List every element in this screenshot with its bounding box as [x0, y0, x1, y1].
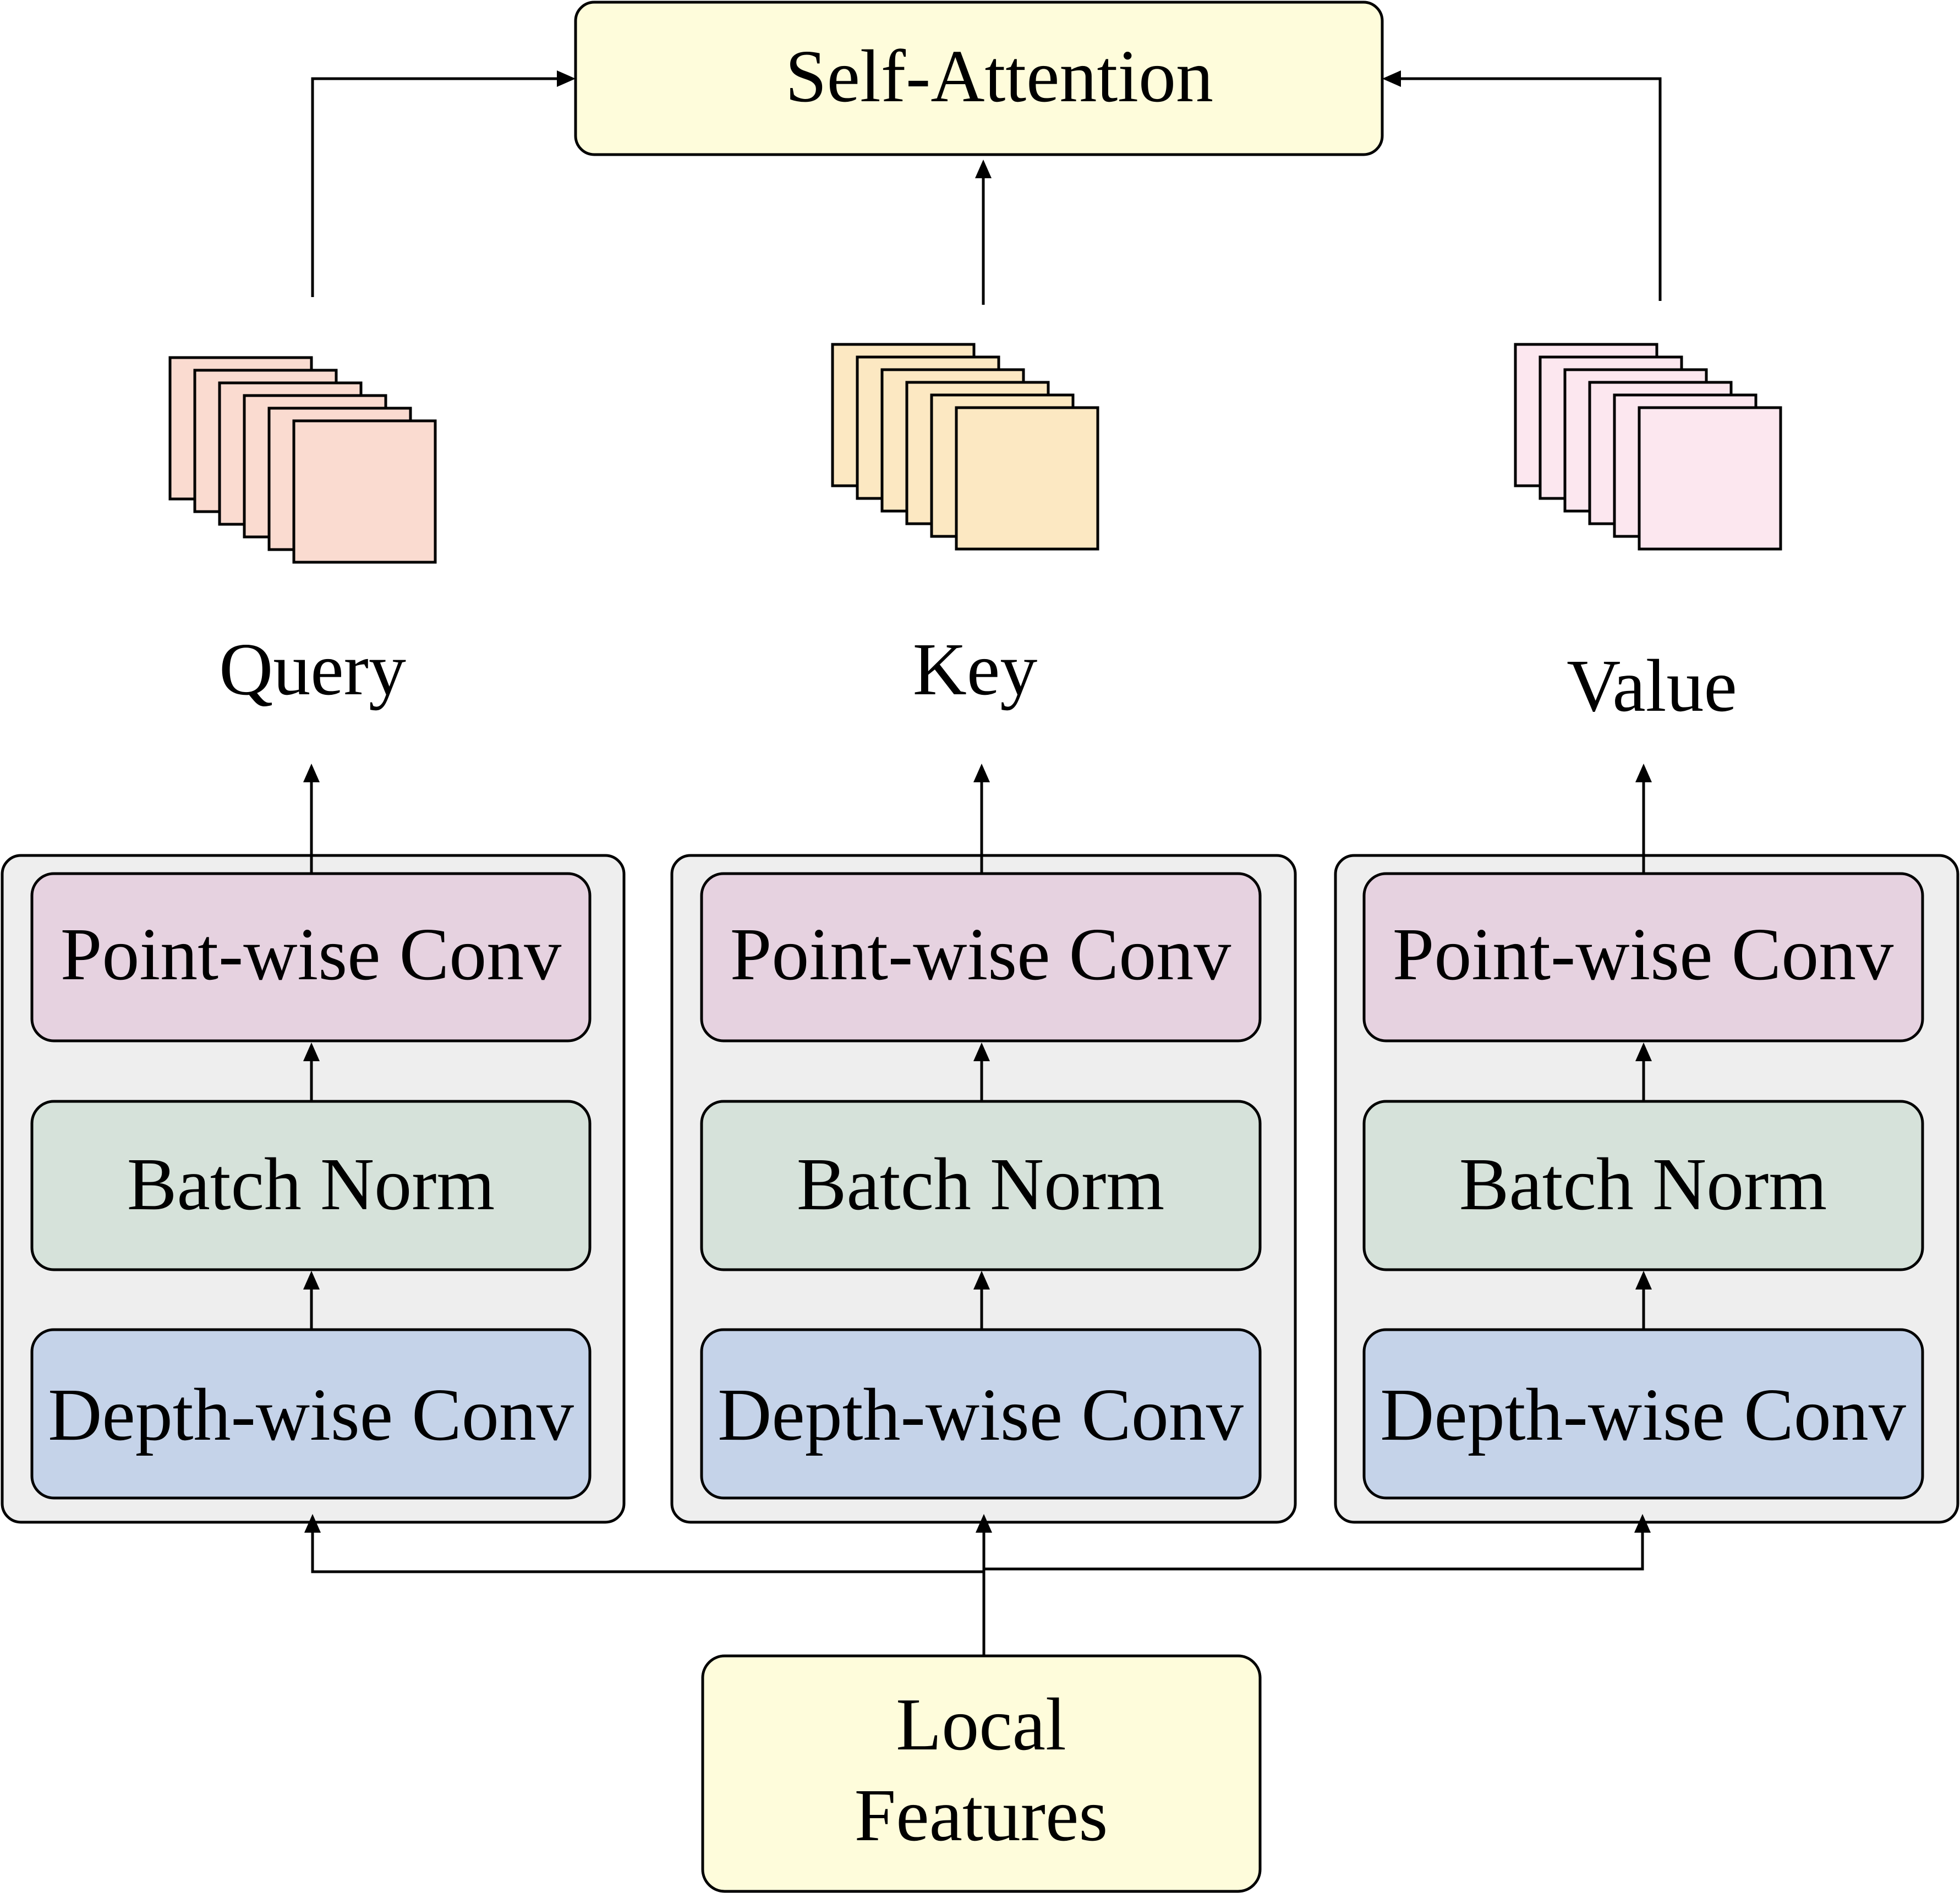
key-batchnorm-label: Batch Norm — [797, 1143, 1165, 1226]
input-distribution-arrows — [304, 1514, 1651, 1656]
value-branch: Point-wise Conv Batch Norm Depth-wise Co… — [1334, 764, 1959, 1524]
value-label: Value — [1567, 645, 1737, 727]
key-branch: Point-wise Conv Batch Norm Depth-wise Co… — [670, 764, 1297, 1524]
query-feature-map — [292, 419, 437, 564]
self-attention-label: Self-Attention — [785, 35, 1213, 118]
local-features-block: Local Features — [701, 1654, 1262, 1893]
value-pointwise-conv-label: Point-wise Conv — [1393, 913, 1894, 996]
local-features-box — [701, 1654, 1262, 1893]
query-to-attention-arrow — [311, 77, 569, 297]
query-depthwise-conv-label: Depth-wise Conv — [48, 1374, 574, 1456]
key-label: Key — [913, 628, 1038, 711]
query-feature-stack — [168, 356, 437, 564]
value-depthwise-conv-label: Depth-wise Conv — [1380, 1374, 1906, 1456]
input-to-value-arrow — [984, 1525, 1644, 1571]
query-branch: Point-wise Conv Batch Norm Depth-wise Co… — [1, 764, 626, 1524]
local-features-label-line2: Features — [855, 1774, 1108, 1857]
query-label: Query — [219, 628, 406, 711]
local-features-label-line1: Local — [896, 1683, 1066, 1766]
key-pointwise-conv-label: Point-wise Conv — [730, 913, 1231, 996]
self-attention-block: Self-Attention — [574, 1, 1384, 156]
key-depthwise-conv-label: Depth-wise Conv — [718, 1374, 1244, 1456]
self-attention-box — [574, 1, 1384, 156]
key-feature-map — [955, 406, 1099, 551]
query-batchnorm-label: Batch Norm — [127, 1143, 495, 1226]
attention-input-arrows — [311, 70, 1662, 305]
query-pointwise-conv-label: Point-wise Conv — [61, 913, 562, 996]
value-to-attention-arrow — [1389, 77, 1662, 301]
value-feature-map — [1638, 406, 1782, 551]
value-feature-stack — [1514, 343, 1782, 551]
input-to-query-arrow — [311, 1525, 984, 1573]
key-feature-stack — [831, 343, 1099, 551]
value-batchnorm-label: Batch Norm — [1459, 1143, 1827, 1226]
